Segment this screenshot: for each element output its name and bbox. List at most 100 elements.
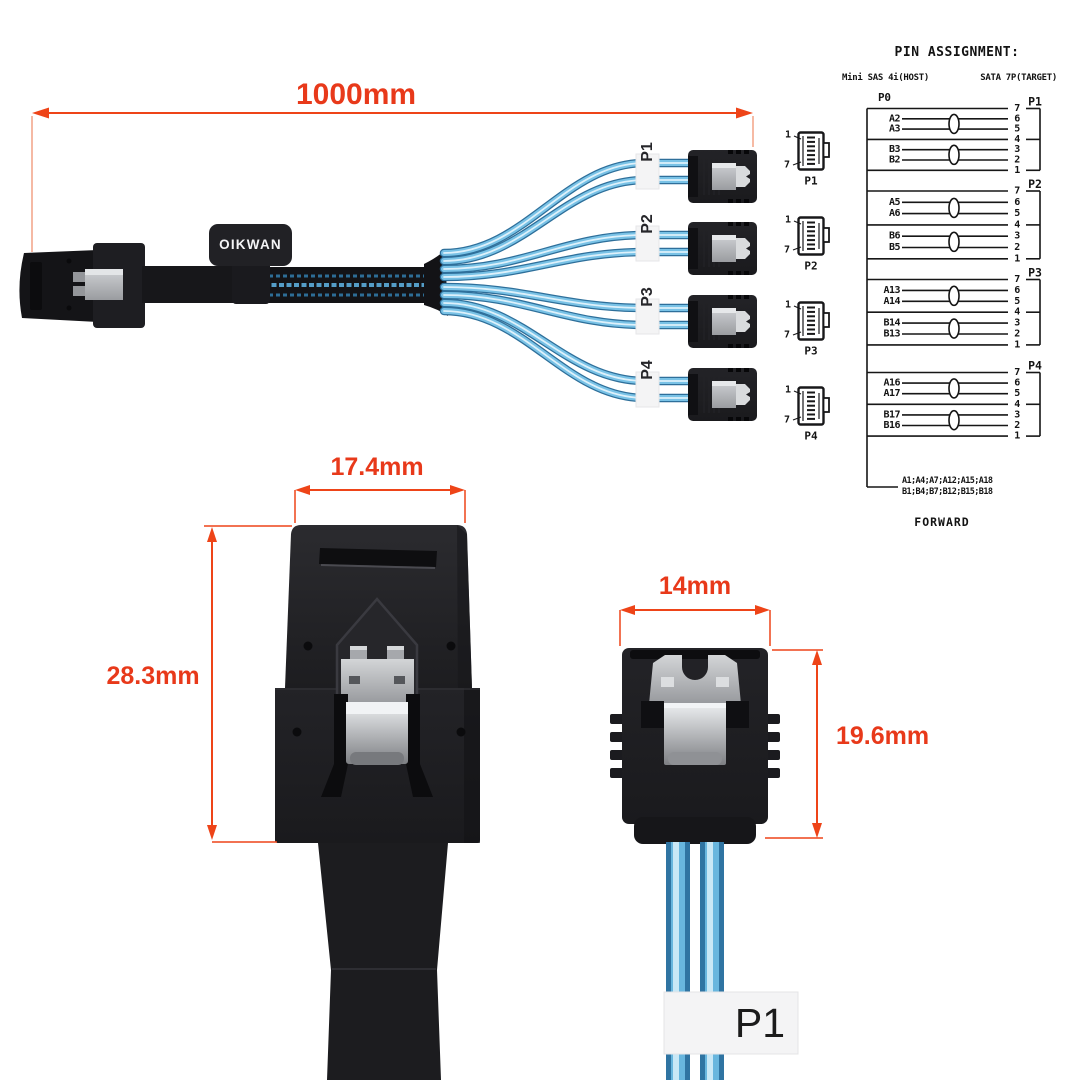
diagram-pin-number: 4 xyxy=(1014,219,1020,230)
diagram-signal-label: B13 xyxy=(883,329,900,340)
diagram-pin-number: 5 xyxy=(1014,388,1020,399)
wire-sheen xyxy=(443,310,695,399)
diagram-pin-number: 1 xyxy=(1014,253,1020,264)
sas-width-dimension xyxy=(294,485,466,523)
icon-pin1-label: 1 xyxy=(785,385,791,396)
diagram-signal-label: B5 xyxy=(889,242,901,253)
diagram-signal-label: A2 xyxy=(889,113,901,124)
icon-pin7-label: 7 xyxy=(784,245,790,256)
diagram-pin-number: 5 xyxy=(1014,124,1020,135)
diagram-signal-label: A17 xyxy=(883,388,900,399)
diagram-pin-number: 2 xyxy=(1014,420,1020,431)
wire-sheen xyxy=(443,251,695,278)
pin-assignment-diagram: P17654321A2A3B3B2P27654321A5A6B6B5P37654… xyxy=(866,95,1042,488)
sas-height-dimension xyxy=(204,525,292,843)
diagram-pin-number: 5 xyxy=(1014,208,1020,219)
sata-connector-photo-P3 xyxy=(688,295,757,348)
diagram-ground-note-1: A1;A4;A7;A12;A15;A18 xyxy=(902,476,993,486)
diagram-signal-label: B6 xyxy=(889,231,901,242)
diagram-pin-number: 7 xyxy=(1014,186,1020,197)
diagram-pin-number: 1 xyxy=(1014,431,1020,442)
diagram-signal-label: A6 xyxy=(889,208,901,219)
diagram-port-label: P4 xyxy=(1028,359,1042,373)
brand-logo: OIKWAN xyxy=(219,236,282,252)
diagram-pin-number: 2 xyxy=(1014,329,1020,340)
sata-end-view-icon-P1: 1 7P1 xyxy=(784,130,830,188)
sata-end-view-icon-P3: 1 7P3 xyxy=(784,300,830,358)
dimension-label-length: 1000mm xyxy=(295,78,417,111)
length-dimension xyxy=(31,107,754,252)
wire-sheen xyxy=(443,162,695,254)
dimension-label-sata-height: 19.6mm xyxy=(836,722,930,750)
diagram-pin-number: 1 xyxy=(1014,165,1020,176)
diagram-host-port-label: P0 xyxy=(878,91,891,104)
icon-pin1-label: 1 xyxy=(785,130,791,141)
icon-pin7-label: 7 xyxy=(784,330,790,341)
diagram-pin-number: 6 xyxy=(1014,113,1020,124)
diagram-signal-label: A16 xyxy=(883,378,900,389)
icon-pin1-label: 1 xyxy=(785,215,791,226)
sas-closeup xyxy=(275,525,480,1080)
dimension-label-sata-width: 14mm xyxy=(658,572,732,600)
diagram-pin-number: 3 xyxy=(1014,144,1020,155)
dimension-label-sas-width: 17.4mm xyxy=(330,453,424,481)
wire-sheen xyxy=(443,302,695,382)
wire-sheen xyxy=(443,234,695,270)
sata-cables-closeup xyxy=(666,842,724,1080)
diagram-pin-number: 6 xyxy=(1014,378,1020,389)
wire-band xyxy=(635,298,660,335)
diagram-port-label: P3 xyxy=(1028,266,1042,280)
cable-port-tag-P2: P2 xyxy=(639,214,656,234)
diagram-title: PIN ASSIGNMENT: xyxy=(894,45,1020,60)
diagram-port-label: P1 xyxy=(1028,95,1042,109)
icon-pin1-label: 1 xyxy=(785,300,791,311)
diagram-pin-number: 7 xyxy=(1014,274,1020,285)
diagram-signal-label: A14 xyxy=(883,296,900,307)
diagram-target-label: SATA 7P(TARGET) xyxy=(980,73,1057,83)
diagram-pin-number: 7 xyxy=(1014,367,1020,378)
diagram-pin-number: 4 xyxy=(1014,307,1020,318)
wire-sheen xyxy=(443,179,695,262)
diagram-pin-number: 2 xyxy=(1014,155,1020,166)
wire-band xyxy=(635,153,660,190)
port-band-label: P1 xyxy=(734,1000,786,1046)
icon-pin7-label: 7 xyxy=(784,415,790,426)
mini-sas-photo xyxy=(19,224,448,328)
sata-connectors-photo xyxy=(688,150,757,421)
wire-label-bands xyxy=(635,153,660,408)
diagram-signal-label: B16 xyxy=(883,420,900,431)
wire-band xyxy=(635,225,660,262)
diagram-pin-number: 2 xyxy=(1014,242,1020,253)
diagram-signal-label: B2 xyxy=(889,155,901,166)
icon-port-label: P2 xyxy=(804,260,817,273)
diagram-pin-number: 4 xyxy=(1014,134,1020,145)
icon-pin7-label: 7 xyxy=(784,160,790,171)
cable-port-tag-P3: P3 xyxy=(639,287,656,307)
sata-connector-photo-P2 xyxy=(688,222,757,275)
diagram-host-label: Mini SAS 4i(HOST) xyxy=(842,73,930,83)
sata-connector-photo-P1 xyxy=(688,150,757,203)
diagram-signal-label: B17 xyxy=(883,409,900,420)
diagram-signal-label: A13 xyxy=(883,285,900,296)
icon-port-label: P3 xyxy=(804,345,817,358)
diagram-port-label: P2 xyxy=(1028,177,1042,191)
diagram-signal-label: B14 xyxy=(883,318,900,329)
sata-wires xyxy=(439,158,699,403)
brand-tag xyxy=(209,224,292,266)
sata-closeup xyxy=(610,648,799,1080)
diagram-ground-note-2: B1;B4;B7;B12;B15;B18 xyxy=(902,487,993,497)
diagram-pin-number: 3 xyxy=(1014,409,1020,420)
dimension-label-sas-height: 28.3mm xyxy=(106,662,200,690)
diagram-pin-number: 7 xyxy=(1014,103,1020,114)
brand-tag-clip xyxy=(232,258,270,304)
diagram-forward-label: FORWARD xyxy=(914,515,970,529)
diagram-pin-number: 3 xyxy=(1014,318,1020,329)
icon-port-label: P1 xyxy=(804,175,818,188)
wire-sheen xyxy=(443,294,695,326)
wire-band xyxy=(635,371,660,408)
diagram-signal-label: B3 xyxy=(889,144,901,155)
sata-end-view-icon-P2: 1 7P2 xyxy=(784,215,830,273)
